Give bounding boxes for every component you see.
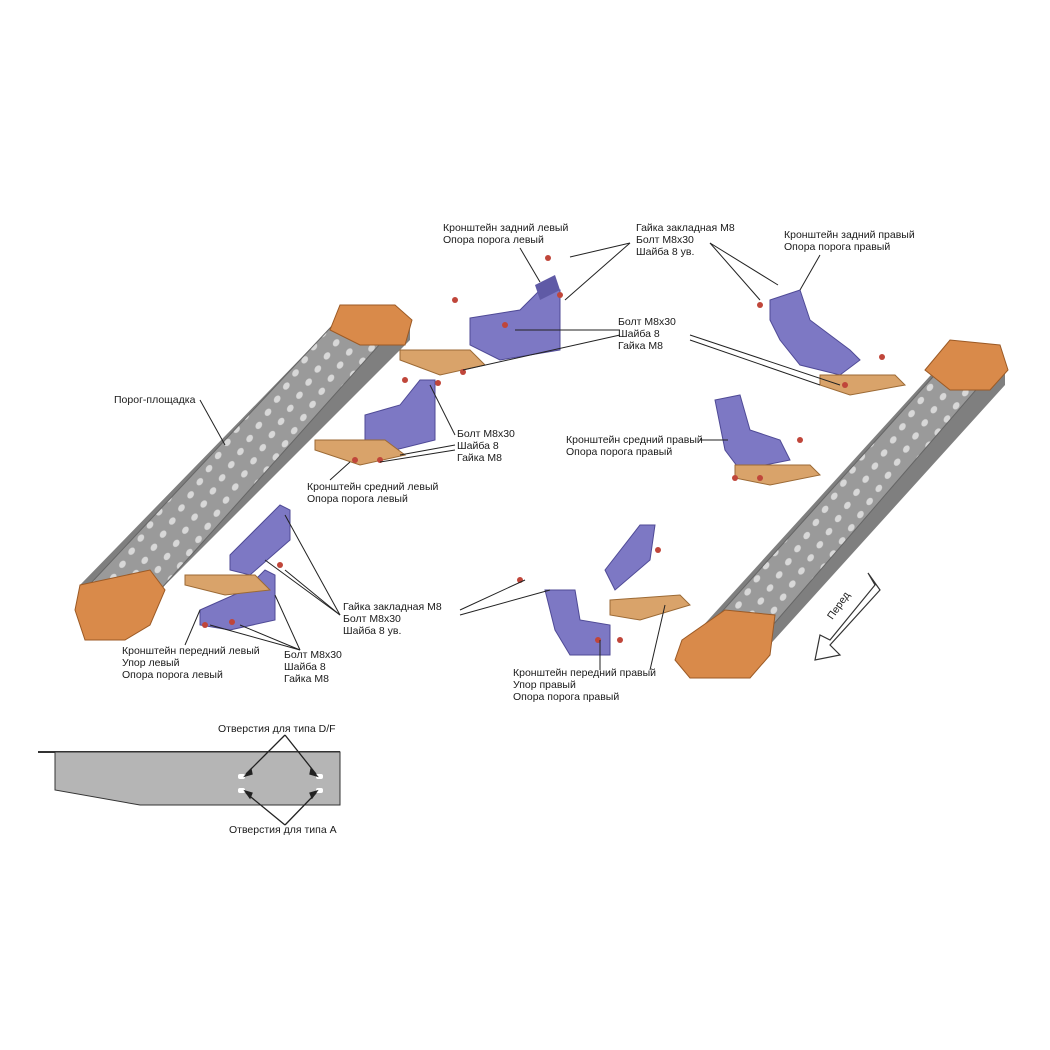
right-running-board [674, 339, 1009, 679]
leader-lines [184, 242, 841, 671]
label-holes-a: Отверстия для типа А [229, 824, 337, 836]
label-sill: Порог-площадка [114, 394, 196, 406]
left-running-board [74, 304, 413, 641]
label-holes-df: Отверстия для типа D/F [218, 723, 336, 735]
bracket-front-left [184, 504, 291, 631]
bracket-rear-left [399, 275, 561, 376]
forward-direction-arrow [814, 572, 881, 661]
fasteners [202, 255, 885, 643]
bracket-front-right [544, 524, 691, 656]
detail-plate [38, 734, 341, 826]
bracket-middle-right [714, 394, 822, 486]
bracket-rear-right [769, 289, 907, 396]
